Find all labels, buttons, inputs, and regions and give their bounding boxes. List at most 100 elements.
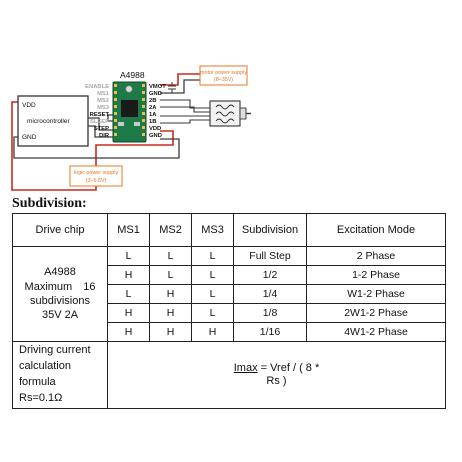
subdivision-cell: Full Step <box>233 246 307 266</box>
ms3-cell: L <box>191 265 234 285</box>
pin-vmot-label: VMOT <box>149 84 166 90</box>
coil-2a-wire <box>160 106 210 113</box>
driving-current-line: Driving current <box>19 344 91 357</box>
driving-current-line: Rs=0.1Ω <box>19 391 63 404</box>
board-right-pins <box>142 84 145 136</box>
chip-title: A4988 <box>120 70 145 80</box>
board-components <box>118 122 124 126</box>
mcu-gnd-label: GND <box>22 134 37 141</box>
excitation-cell: 4W1-2 Phase <box>306 322 446 342</box>
section-heading: Subdivision: <box>12 196 87 211</box>
logic-supply-line1: logic power supply <box>74 170 119 176</box>
pin-ms3-label: MS3 <box>97 105 110 111</box>
stepper-motor <box>209 100 251 127</box>
ms3-cell: L <box>191 303 234 323</box>
logic-supply-box <box>69 165 123 187</box>
pin-enable-label: ENABLE <box>85 84 109 90</box>
header-ms1: MS1 <box>107 213 150 247</box>
wiring-diagram: VDD microcontroller GND A4988 ENABLE MS1… <box>11 65 251 191</box>
table-row: H H H 1/16 4W1-2 Phase <box>13 322 446 342</box>
pin-2a-label: 2A <box>149 105 157 111</box>
subdivision-cell: 1/16 <box>233 322 307 342</box>
step-wire <box>88 117 113 131</box>
vmot-gnd-wire <box>160 79 200 94</box>
pin-gnd-bottom-label: GND <box>149 133 162 139</box>
ms3-cell: H <box>191 322 234 342</box>
coil-2b-wire <box>160 99 210 109</box>
pin-2b-label: 2B <box>149 98 156 104</box>
formula-line-2: Rs ) <box>266 375 287 387</box>
ms1-cell: H <box>107 265 150 285</box>
pin-ms1-label: MS1 <box>97 91 110 97</box>
pin-1b-label: 1B <box>149 119 156 125</box>
subdivision-cell: 1/2 <box>233 265 307 285</box>
board-left-pins <box>114 84 117 136</box>
header-subdivision: Subdivision <box>233 213 307 247</box>
driving-current-line: calculation <box>19 360 71 373</box>
ms1-cell: L <box>107 246 150 266</box>
excitation-cell: 2 Phase <box>306 246 446 266</box>
microcontroller-box <box>17 95 89 147</box>
mcu-vdd-label: VDD <box>22 102 36 109</box>
motor-supply-wire <box>160 73 200 86</box>
header-drive-chip: Drive chip <box>12 213 108 247</box>
coil-1b-wire <box>160 119 210 124</box>
chip-info-line: Maximum 16 <box>24 280 96 293</box>
subdivision-cell: 1/4 <box>233 284 307 304</box>
driver-ic <box>121 100 138 117</box>
mcu-label: microcontroller <box>27 118 70 125</box>
ms2-cell: H <box>149 303 192 323</box>
pin-step-label: STEP <box>94 126 109 132</box>
dir-wire <box>88 125 113 138</box>
ms2-cell: H <box>149 284 192 304</box>
driving-current-cell: Driving current calculation formula Rs=0… <box>12 341 108 409</box>
driver-vdd-red-wire <box>95 130 174 166</box>
ms1-cell: H <box>107 322 150 342</box>
pin-ms2-label: MS2 <box>97 98 109 104</box>
ms2-cell: L <box>149 265 192 285</box>
ms2-cell: H <box>149 322 192 342</box>
current-pot <box>125 85 133 93</box>
pin-gnd-top-label: GND <box>149 91 162 97</box>
formula-imax: Imax <box>233 362 258 375</box>
pin-dir-label: DIR <box>99 133 110 139</box>
chip-info-line: A4988 <box>44 266 76 279</box>
driving-current-line: formula <box>19 376 56 388</box>
pin-sleep-label: SLEEP <box>90 119 109 125</box>
header-excitation-mode: Excitation Mode <box>306 213 446 247</box>
ms1-cell: L <box>107 284 150 304</box>
motor-supply-line2: (8–35V) <box>214 77 233 83</box>
excitation-cell: 1-2 Phase <box>306 265 446 285</box>
board-components-2 <box>134 122 140 126</box>
formula-row: Driving current calculation formula Rs=0… <box>12 341 446 409</box>
capacitor <box>168 82 176 93</box>
excitation-cell: 2W1-2 Phase <box>306 303 446 323</box>
ms1-cell: H <box>107 303 150 323</box>
subdivision-table: Drive chip MS1 MS2 MS3 Subdivision Excit… <box>12 213 446 409</box>
pin-1a-label: 1A <box>149 112 157 118</box>
table-row: H H L 1/8 2W1-2 Phase <box>13 303 446 323</box>
formula-expression: = Vref / ( 8 * <box>257 362 320 375</box>
pin-vdd-label: VDD <box>149 126 161 132</box>
ms3-cell: L <box>191 284 234 304</box>
motor-supply-box <box>199 65 248 86</box>
header-ms3: MS3 <box>191 213 234 247</box>
drive-chip-cell: A4988 Maximum 16 subdivisions 35V 2A <box>12 246 108 342</box>
ms2-cell: L <box>149 246 192 266</box>
excitation-cell: W1-2 Phase <box>306 284 446 304</box>
ms3-cell: L <box>191 246 234 266</box>
subdivision-cell: 1/8 <box>233 303 307 323</box>
chip-info-line: 35V 2A <box>41 309 79 322</box>
table-header-row: Drive chip MS1 MS2 MS3 Subdivision Excit… <box>12 213 446 247</box>
formula-line-1: Imax = Vref / ( 8 * <box>110 362 443 375</box>
reset-sleep-jumper <box>107 114 113 122</box>
logic-supply-line2: (3–5.5V) <box>86 178 107 184</box>
table-row: A4988 Maximum 16 subdivisions 35V 2A L L… <box>12 246 446 342</box>
formula-cell: Imax = Vref / ( 8 * Rs ) <box>107 341 446 409</box>
pin-reset-label: RESET <box>90 112 110 118</box>
chip-info-line: subdivisions <box>30 295 90 307</box>
mcu-gnd-wire <box>13 136 180 159</box>
header-ms2: MS2 <box>149 213 192 247</box>
table-row: L H L 1/4 W1-2 Phase <box>13 284 446 304</box>
motor-supply-line1: motor power supply <box>200 70 247 76</box>
